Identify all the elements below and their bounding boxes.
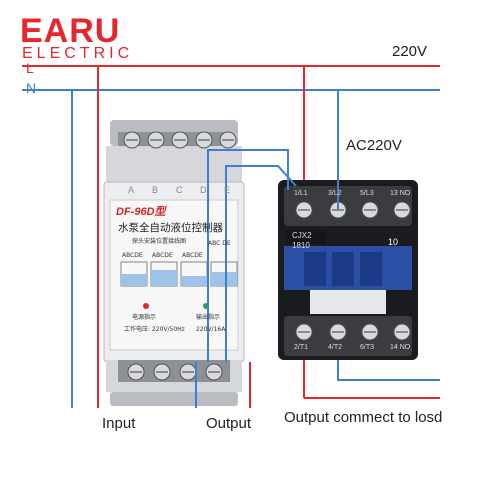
controller-letter-d: D — [200, 185, 207, 195]
controller-letter-e: E — [224, 185, 231, 195]
input-label: Input — [102, 415, 136, 432]
probe-set-3: ABCDE — [182, 252, 203, 259]
contactor-bottom-terminal-4: 14 NO — [390, 344, 411, 351]
controller-model: DF-96D型 — [116, 206, 166, 218]
power-indicator-led — [143, 303, 149, 309]
neutral-label: N — [26, 80, 37, 96]
controller-title: 水泵全自动液位控制器 — [118, 222, 223, 234]
contactor-top-terminal-3: 5/L3 — [360, 190, 374, 197]
level-controller — [103, 120, 245, 406]
output-wire-1 — [207, 149, 289, 362]
contactor-model: CJX2 — [292, 231, 312, 240]
contactor-bottom-terminal-3: 6/T3 — [360, 344, 375, 351]
coil-voltage-label: AC220V — [346, 137, 402, 154]
contactor — [278, 180, 418, 360]
controller-letter-a: A — [128, 185, 135, 195]
probe-set-1: ABCDE — [122, 252, 143, 259]
power-indicator-label: 电源指示 — [132, 314, 157, 321]
contactor-bottom-terminal-2: 4/T2 — [328, 344, 343, 351]
controller-letter-b: B — [152, 185, 159, 195]
contactor-top-terminal-1: 1/L1 — [294, 190, 308, 197]
controller-subtitle: 探头安装位置接线图 — [132, 238, 187, 245]
contactor-top-terminal-4: 13 NO — [390, 190, 411, 197]
probe-set-4: ABC DE — [208, 240, 231, 247]
contactor-current: 10 — [388, 237, 399, 247]
controller-letter-c: C — [176, 185, 183, 195]
output-label: Output — [206, 415, 252, 432]
output-wire-2 — [225, 165, 297, 362]
output-indicator-label: 输出指示 — [196, 314, 221, 321]
brand-logo: EARU — [20, 12, 121, 50]
supply-voltage-label: 220V — [392, 43, 428, 60]
rating-left: 工作电压: 220V/50Hz — [124, 326, 185, 333]
contactor-top-terminal-2: 3/L2 — [328, 190, 342, 197]
live-label: L — [26, 60, 34, 76]
load-wire-neutral — [337, 360, 440, 381]
load-label: Output commect to losd — [284, 409, 443, 426]
probe-set-2: ABCDE — [152, 252, 173, 259]
rating-right: 220V/16A — [196, 326, 226, 333]
contactor-bottom-terminal-1: 2/T1 — [294, 344, 309, 351]
brand-subtitle: ELECTRIC — [22, 45, 134, 62]
contactor-code: 1810 — [292, 241, 310, 250]
